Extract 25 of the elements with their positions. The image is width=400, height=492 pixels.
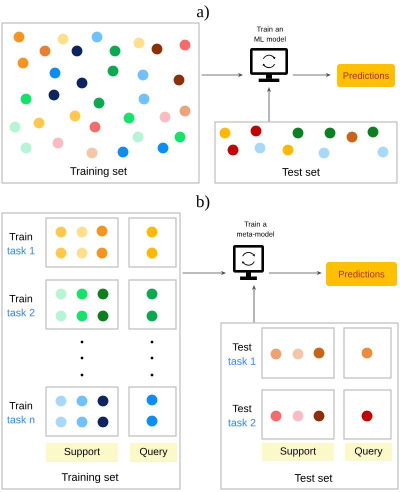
column-header: Support bbox=[46, 443, 118, 462]
panel-letter: a) bbox=[197, 5, 209, 21]
output-box: Predictions bbox=[326, 262, 397, 286]
task-box bbox=[128, 279, 177, 330]
row-label: Test bbox=[232, 404, 252, 412]
panel: Test set bbox=[214, 121, 398, 184]
row-label: Train bbox=[9, 294, 32, 302]
task-box bbox=[128, 217, 177, 268]
column-header: Query bbox=[130, 443, 177, 462]
task-box bbox=[343, 389, 392, 440]
row-label: task 2 bbox=[228, 418, 256, 426]
task-box bbox=[343, 327, 392, 379]
panel-letter: b) bbox=[196, 195, 210, 211]
column-header: Query bbox=[345, 443, 392, 461]
row-label: task 2 bbox=[7, 308, 34, 316]
task-box bbox=[128, 386, 177, 437]
row-label: Train bbox=[9, 402, 32, 410]
row-label: task 1 bbox=[7, 246, 34, 254]
row-label: Test bbox=[232, 343, 252, 351]
row-label: task 1 bbox=[228, 357, 256, 365]
column-header: Support bbox=[262, 443, 334, 461]
output-box: Predictions bbox=[337, 64, 395, 87]
panel: Training set bbox=[1, 22, 200, 184]
row-label: task n bbox=[7, 416, 34, 424]
row-label: Train bbox=[9, 232, 32, 240]
